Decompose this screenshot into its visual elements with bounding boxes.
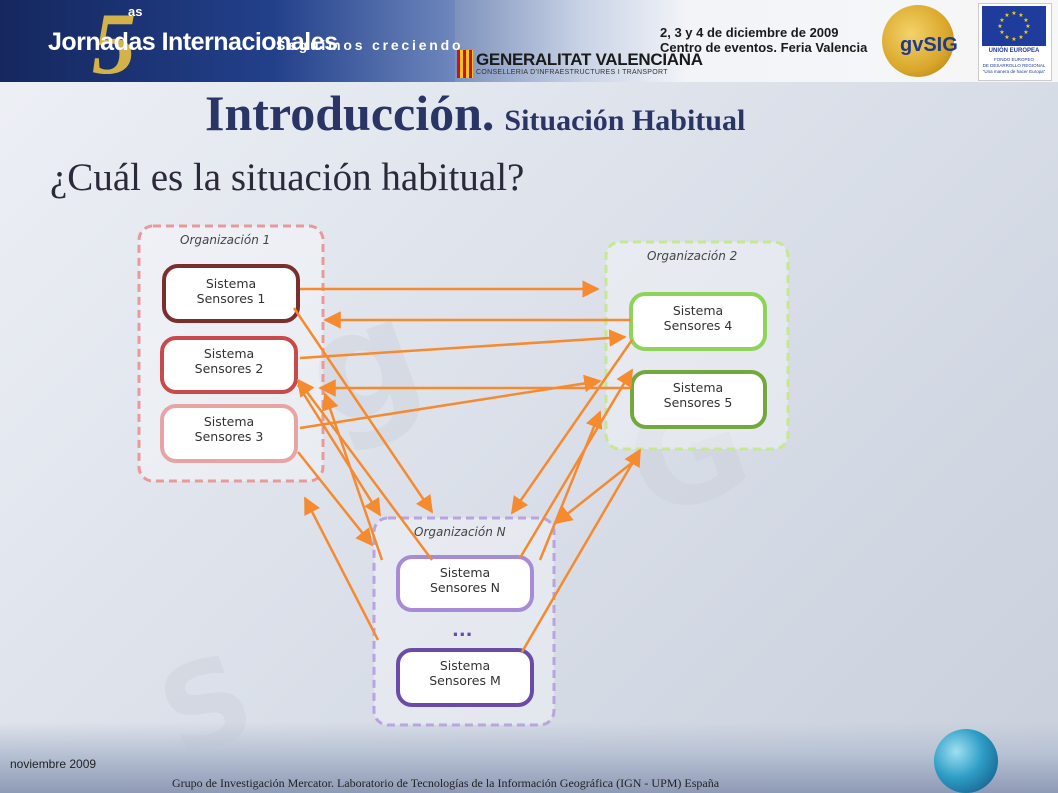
system-n-line1: Sistema (440, 565, 490, 580)
system-sensores-n: Sistema Sensores N (396, 555, 534, 612)
svg-text:★: ★ (999, 17, 1004, 24)
arrow-s3-to-s5 (299, 374, 602, 430)
svg-text:★: ★ (1018, 12, 1023, 19)
system-1-line1: Sistema (206, 276, 256, 291)
event-venue: Centro de eventos. Feria Valencia (660, 40, 868, 55)
ellipsis-label: ... (452, 620, 473, 641)
gvsig-logo-icon (882, 5, 954, 77)
svg-text:★: ★ (1004, 34, 1009, 41)
system-4-line1: Sistema (673, 303, 723, 318)
svg-text:★: ★ (1018, 34, 1023, 41)
svg-text:★: ★ (1023, 29, 1028, 36)
eu-motto: "Una manera de hacer Europa" (982, 69, 1046, 74)
system-sensores-3: Sistema Sensores 3 (160, 404, 298, 463)
event-dates-line1: 2, 3 y 4 de diciembre de 2009 (660, 25, 839, 40)
title-subtitle: Situación Habitual (504, 104, 746, 137)
svg-text:★: ★ (997, 23, 1002, 30)
arrow-s2-to-s4 (299, 329, 627, 360)
arrow-sn-to-s5 (518, 368, 634, 559)
svg-text:★: ★ (1011, 10, 1016, 17)
sponsor-department: CONSELLERIA D'INFRAESTRUCTURES I TRANSPO… (476, 69, 668, 76)
sponsor-name: GENERALITAT VALENCIANA (476, 50, 703, 69)
event-name: Jornadas Internacionales (48, 28, 338, 56)
footer-bar (0, 722, 1058, 793)
system-m-line2: Sensores M (429, 673, 501, 688)
arrow-s4-to-orgn (510, 339, 634, 515)
organization-n-label: Organización N (414, 525, 506, 539)
system-sensores-4: Sistema Sensores 4 (629, 292, 767, 351)
arrow-sm-to-org2 (520, 448, 642, 653)
slide-question: ¿Cuál es la situación habitual? (50, 156, 525, 199)
system-sensores-1: Sistema Sensores 1 (162, 264, 300, 323)
svg-text:★: ★ (1004, 12, 1009, 19)
system-m-line1: Sistema (440, 658, 490, 673)
footer-date: noviembre 2009 (10, 757, 97, 771)
eu-flag-icon: ★★★ ★★★ ★★★ ★★★ (982, 6, 1046, 46)
svg-text:★: ★ (999, 29, 1004, 36)
system-3-line1: Sistema (204, 414, 254, 429)
globe-icon (934, 729, 998, 793)
eu-title: UNIÓN EUROPEA (988, 48, 1040, 54)
system-sensores-5: Sistema Sensores 5 (630, 370, 767, 429)
gvsig-logo-text: gvSIG (900, 34, 958, 56)
system-sensores-2: Sistema Sensores 2 (160, 336, 298, 394)
edition-suffix: as (128, 4, 143, 19)
footer-credits: Grupo de Investigación Mercator. Laborat… (172, 776, 720, 790)
arrow-s3-to-orgn (297, 451, 374, 547)
organization-1-label: Organización 1 (180, 233, 270, 247)
connection-arrows (292, 280, 642, 653)
system-sensores-m: Sistema Sensores M (396, 648, 534, 707)
eu-line1: FONDO EUROPEO (993, 57, 1034, 62)
edition-number: 5 (92, 0, 136, 93)
arrow-orgn-to-org2 (538, 410, 603, 561)
event-slogan: Seguimos creciendo (276, 37, 464, 53)
event-dates: 2, 3 y 4 de diciembre de 2009 Centro de … (660, 25, 867, 55)
arrow-org2-to-orgn (554, 461, 634, 525)
title-main: Introducción. (205, 85, 495, 141)
system-1-line2: Sensores 1 (197, 291, 266, 306)
event-banner (0, 0, 455, 82)
system-3-line2: Sensores 3 (195, 429, 264, 444)
system-4-line2: Sensores 4 (664, 318, 733, 333)
arrow-orgn-to-s3 (303, 496, 380, 641)
system-5-line2: Sensores 5 (664, 395, 733, 410)
svg-text:★: ★ (1023, 17, 1028, 24)
generalitat-logo-icon (457, 50, 473, 78)
svg-text:★: ★ (1025, 23, 1030, 30)
eu-subtitle: FONDO EUROPEO DE DESARROLLO REGIONAL "Un… (980, 57, 1048, 75)
system-5-line1: Sistema (673, 380, 723, 395)
arrow-s1-to-orgn (292, 307, 434, 514)
organization-2-label: Organización 2 (647, 249, 737, 263)
system-2-line2: Sensores 2 (195, 361, 264, 376)
slide-title: Introducción. Situación Habitual (205, 84, 745, 142)
system-2-line1: Sistema (204, 346, 254, 361)
svg-text:★: ★ (1011, 36, 1016, 43)
eu-line2: DE DESARROLLO REGIONAL (982, 63, 1046, 68)
system-n-line2: Sensores N (430, 580, 500, 595)
arrow-sn-to-s2 (296, 378, 434, 561)
arrow-s2-to-orgn (296, 384, 382, 517)
